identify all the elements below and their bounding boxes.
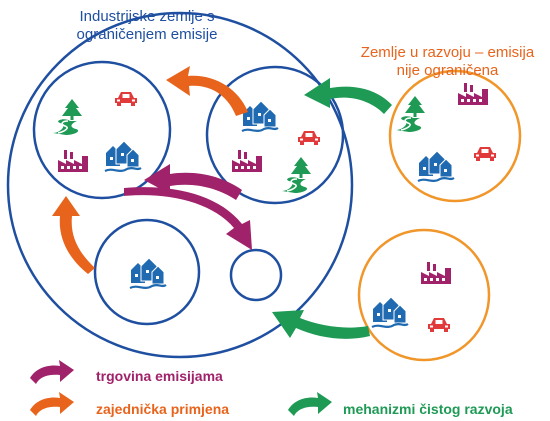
forest-icon: [281, 156, 312, 194]
houses-icon: [103, 139, 143, 173]
clean-development-legend-arrow: [288, 392, 332, 416]
factory-icon: [421, 262, 451, 284]
clean-development-arrow-lower: [272, 310, 370, 339]
factory-icon: [232, 150, 262, 172]
car-icon: [474, 147, 496, 161]
emissions-trading-arrow-lower: [124, 187, 252, 250]
industrial-country-d-circle: [229, 248, 283, 302]
car-icon: [115, 92, 137, 106]
joint-implementation-legend-arrow: [30, 392, 74, 416]
forest-icon: [52, 98, 83, 136]
industrialized-countries-circle: [6, 11, 354, 359]
clean-development-arrow-upper: [304, 78, 392, 114]
developing-title-line1: Zemlje u razvoju – emisija: [360, 44, 535, 61]
developing-title-line2: nije ograničena: [396, 62, 499, 79]
joint-implementation-arrow-left: [52, 196, 95, 274]
industrialized-title-line1: Industrijske zemlje s: [79, 8, 215, 25]
industrial-country-b-circle: [205, 65, 345, 205]
car-icon: [298, 131, 320, 145]
car-icon: [428, 318, 450, 332]
houses-icon: [128, 256, 168, 290]
legend-joint-implementation-label: zajednička primjena: [96, 401, 230, 417]
legend-clean-development-label: mehanizmi čistog razvoja: [343, 401, 513, 417]
industrialized-title-line2: ograničenjem emisije: [76, 26, 218, 43]
houses-icon: [416, 149, 456, 183]
developing-countries-title: Zemlje u razvoju – emisija nije ograniče…: [340, 44, 550, 80]
developing-country-a-circle: [388, 69, 522, 203]
industrial-country-a-circle: [32, 60, 172, 200]
industrial-country-c-circle: [93, 218, 201, 326]
factory-icon: [58, 150, 88, 172]
factory-icon: [458, 83, 488, 105]
houses-icon: [240, 99, 280, 133]
legend-emissions-trading-label: trgovina emisijama: [96, 368, 223, 384]
houses-icon: [370, 295, 410, 329]
industrialized-countries-title: Industrijske zemlje s ograničenjem emisi…: [52, 8, 242, 44]
joint-implementation-arrow-top: [166, 66, 248, 116]
developing-country-b-circle: [357, 228, 491, 362]
emissions-trading-legend-arrow: [30, 360, 74, 384]
